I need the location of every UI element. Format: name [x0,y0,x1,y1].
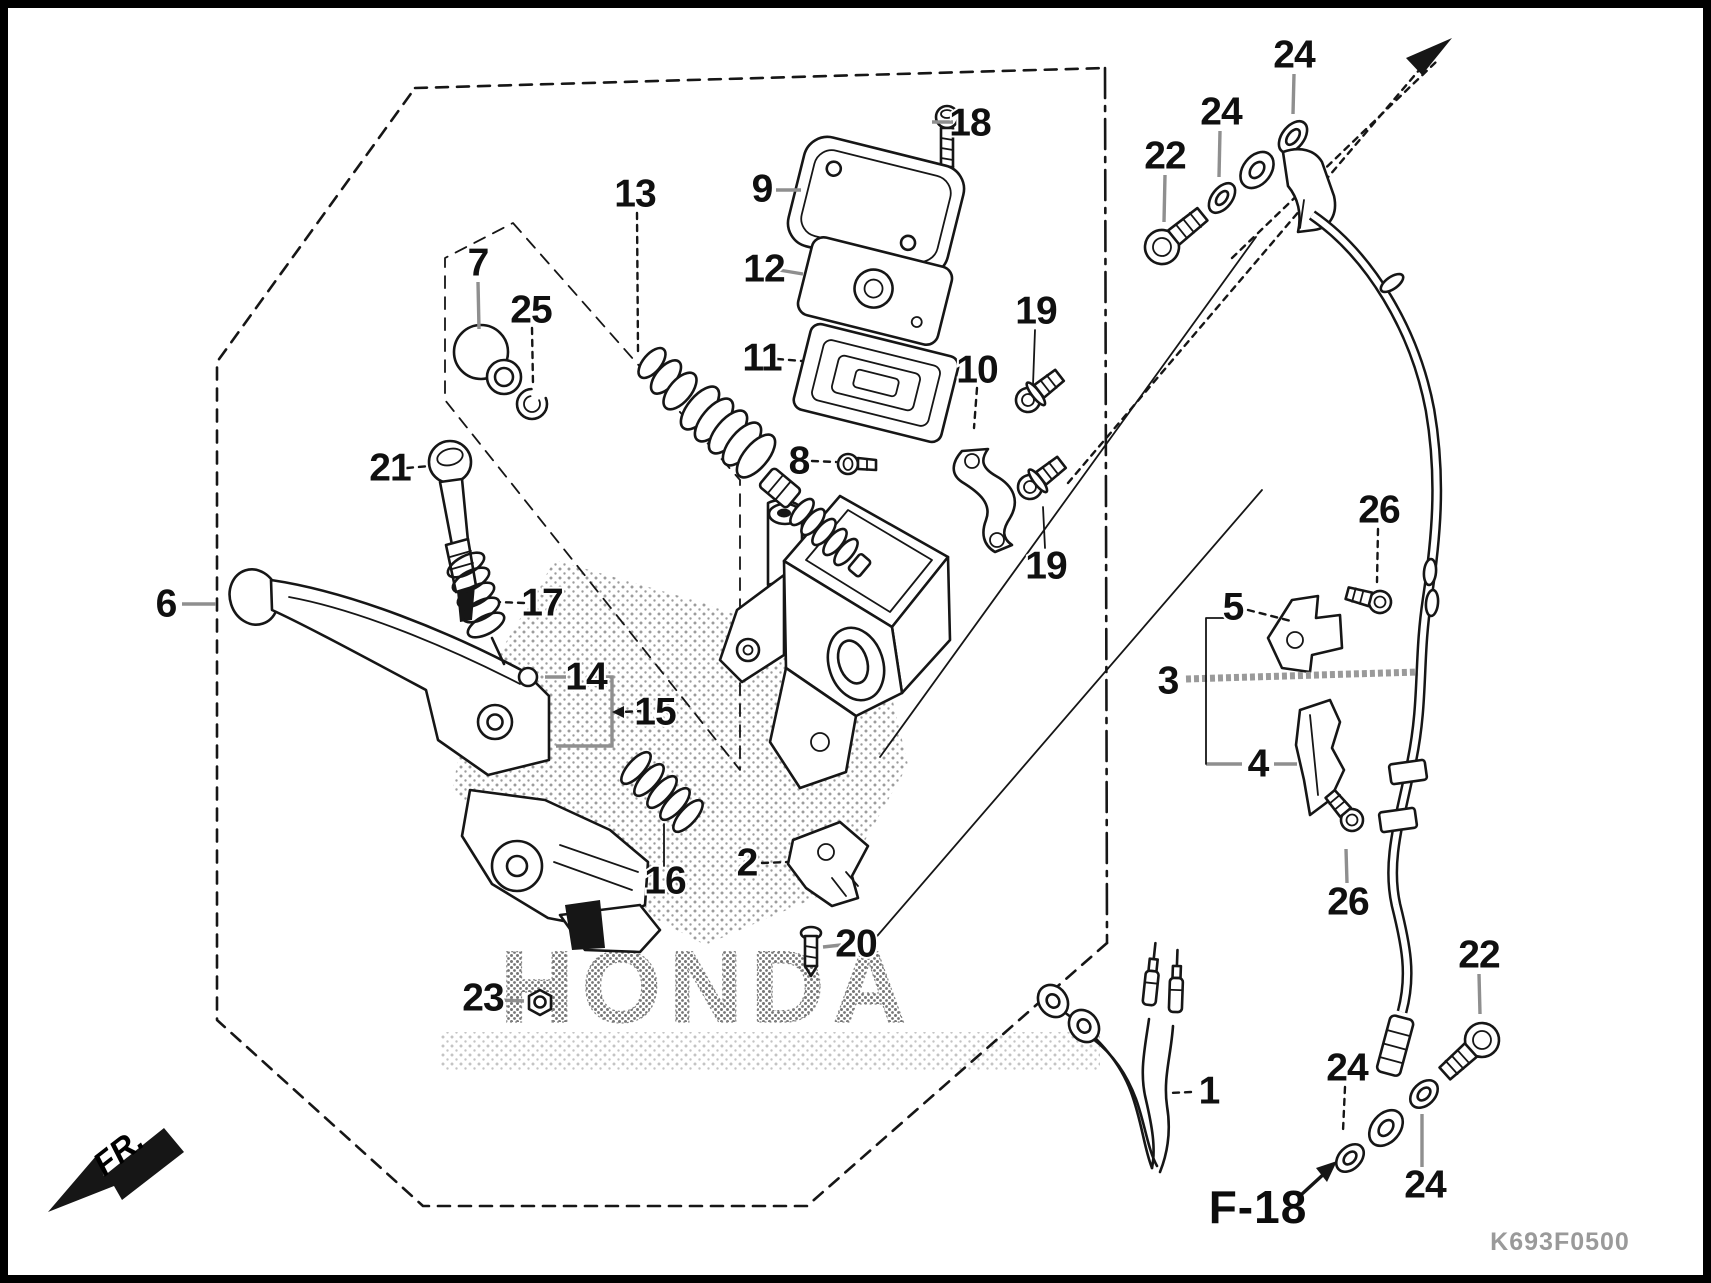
screw-26-lower [1324,788,1365,833]
drawing-code: K693F0500 [1490,1228,1630,1256]
diaphragm-plate-12 [796,236,954,346]
washer-24-top-b [1207,181,1237,215]
banjo-bolt-22-bottom [1438,1021,1501,1081]
callout-2: 2 [737,842,758,885]
screw-26-upper [1344,586,1393,615]
fr-direction-arrow: FR. [48,1121,184,1212]
callout-1: 1 [1199,1070,1220,1113]
honda-watermark: HONDA [500,930,914,1044]
callout-26: 26 [1327,881,1369,924]
callout-5: 5 [1223,586,1244,629]
callout-25: 25 [510,289,552,332]
banjo-bolt-22-top [1143,206,1209,266]
banjo-bottom-assembly [1334,1021,1501,1174]
callout-26: 26 [1358,489,1400,532]
parts-artwork [228,104,1501,1174]
bullet-connector [1141,941,1160,1007]
callout-14: 14 [565,656,608,699]
callout-11: 11 [742,337,782,380]
callout-3: 3 [1158,660,1179,703]
lever-holder-bracket [460,788,662,954]
hose-clamp-4 [1294,698,1365,833]
callout-9: 9 [752,168,773,211]
screw-19-lower [1016,455,1068,501]
hose-end-fitting [1375,1014,1415,1077]
callout-20: 20 [835,923,877,966]
banjo-top-assembly [1143,119,1337,266]
callout-19: 19 [1015,290,1057,333]
fr-arrow-icon [48,1128,184,1212]
ball-14 [517,666,539,688]
callout-10: 10 [956,349,998,392]
callout-13: 13 [614,173,656,216]
washer-24-top-a [1277,119,1309,155]
callout-22: 22 [1144,135,1186,178]
callout-24: 24 [1326,1047,1369,1090]
pivot-bolt-21 [427,439,478,622]
hose-clamp-5 [1266,586,1393,674]
brake-switch-2 [786,820,870,908]
callout-16: 16 [644,860,686,903]
page-ref-label: F-18 [1209,1181,1308,1233]
washer-24-bottom-right [1408,1078,1440,1110]
callout-12: 12 [743,248,785,291]
screw-20 [799,925,823,978]
callout-21: 21 [369,447,411,490]
callout-23: 23 [462,977,504,1020]
callout-6: 6 [156,583,177,626]
diaphragm-11 [792,322,960,444]
callout-19: 19 [1025,545,1067,588]
pointer-arrowhead-icon [1406,38,1452,75]
washer-24-bottom-left [1334,1142,1366,1174]
callout-15: 15 [634,691,676,734]
callout-8: 8 [789,440,810,483]
pin-8 [836,452,878,476]
brake-hose-3 [1308,210,1443,1148]
callout-17: 17 [521,582,562,625]
bullet-connector [1167,948,1185,1014]
part-callouts: 1234567891011121314151617181919202122222… [154,32,1503,1209]
callout-18: 18 [949,102,991,145]
nut-23 [527,988,553,1017]
spring-16 [620,750,704,834]
assembly-lines [871,38,1452,943]
leader-lines [182,73,1482,1167]
callout-24: 24 [1273,34,1316,77]
piston-kit-13 [452,323,872,578]
wire-harness-1 [1036,941,1185,1174]
page-ref-f18: F-18 [1209,1161,1337,1233]
spring-17 [446,551,506,666]
callout-22: 22 [1458,934,1500,977]
callout-7: 7 [468,242,489,285]
callout-24: 24 [1404,1164,1447,1207]
brake-lever-6 [228,568,551,777]
callout-4: 4 [1248,743,1270,786]
clamp-bracket-10 [952,447,1017,554]
screw-19-upper [1014,368,1066,414]
callout-24: 24 [1200,91,1243,134]
